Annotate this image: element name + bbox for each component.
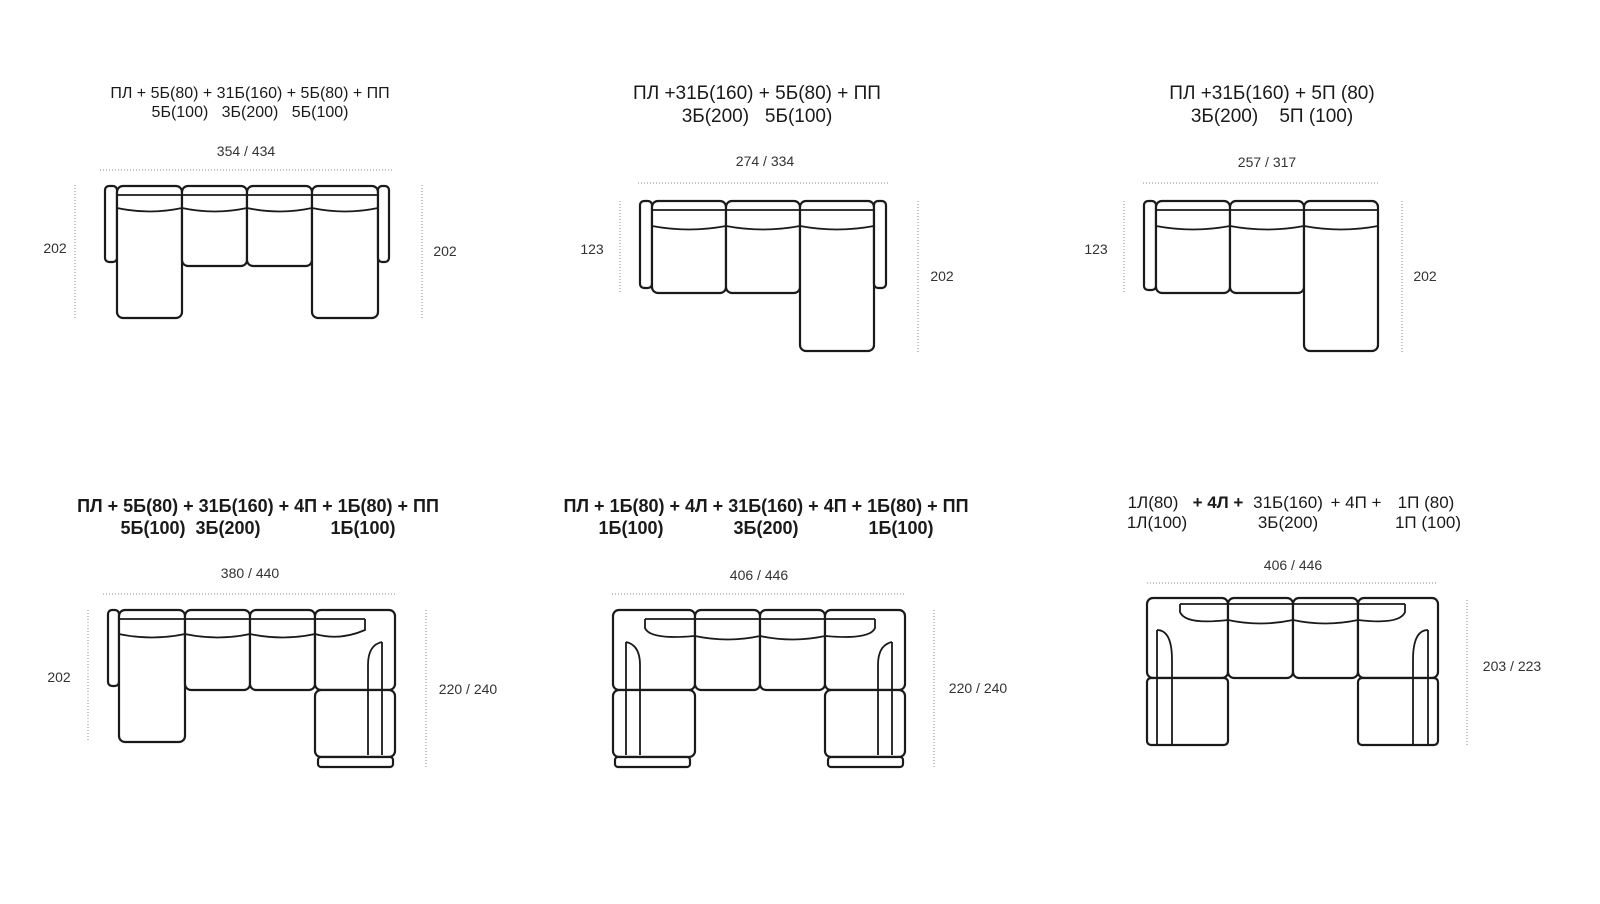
title-part: + 4Л + bbox=[1192, 493, 1244, 512]
panel5-title: ПЛ + 1Б(80) + 4Л + 31Б(160) + 4П + 1Б(80… bbox=[563, 496, 968, 539]
title-part: 31Б(160) bbox=[1253, 493, 1323, 512]
title-line: ПЛ +31Б(160) + 5Б(80) + ПП bbox=[633, 83, 881, 104]
title-line: 1Б(100) 3Б(200) 1Б(100) bbox=[598, 517, 934, 538]
height-label: 203 / 223 bbox=[1482, 658, 1542, 674]
width-label: 380 / 440 bbox=[220, 565, 280, 581]
width-label: 257 / 317 bbox=[1237, 154, 1297, 170]
title-part: 1Л(100) bbox=[1126, 513, 1188, 532]
title-line: 5Б(100) 3Б(200) 1Б(100) bbox=[120, 517, 396, 538]
title-part: + 4П + bbox=[1330, 493, 1382, 512]
title-part: 1Л(80) bbox=[1127, 493, 1179, 512]
title-line: ПЛ + 5Б(80) + 31Б(160) + 5Б(80) + ПП bbox=[110, 85, 390, 102]
title-line: ПЛ + 5Б(80) + 31Б(160) + 4П + 1Б(80) + П… bbox=[77, 496, 439, 516]
width-label: 274 / 334 bbox=[735, 153, 795, 169]
height-label: 202 bbox=[1413, 268, 1437, 284]
sofa-panel-6 bbox=[1145, 596, 1440, 747]
title-line: 3Б(200) 5П (100) bbox=[1190, 105, 1354, 127]
dimension-lines bbox=[74, 169, 1468, 767]
height-label: 220 / 240 bbox=[438, 681, 498, 697]
height-label: 220 / 240 bbox=[948, 680, 1008, 696]
height-label: 202 bbox=[47, 669, 71, 685]
height-label: 202 bbox=[930, 268, 954, 284]
title-part: 1П (100) bbox=[1394, 513, 1462, 532]
title-part: 3Б(200) bbox=[1257, 513, 1319, 532]
width-label: 406 / 446 bbox=[729, 567, 789, 583]
height-label: 123 bbox=[580, 241, 604, 257]
height-label: 123 bbox=[1084, 241, 1108, 257]
panel3-title: ПЛ +31Б(160) + 5П (80)3Б(200) 5П (100) bbox=[1169, 83, 1374, 129]
width-label: 406 / 446 bbox=[1263, 557, 1323, 573]
height-label: 202 bbox=[433, 243, 457, 259]
sofa-panel-4 bbox=[106, 608, 397, 769]
title-line: 3Б(200) 5Б(100) bbox=[681, 105, 833, 127]
title-line: ПЛ + 1Б(80) + 4Л + 31Б(160) + 4П + 1Б(80… bbox=[563, 496, 969, 516]
title-part: 1П (80) bbox=[1397, 493, 1455, 512]
sofa-panel-3 bbox=[1142, 199, 1380, 353]
panel1-title: ПЛ + 5Б(80) + 31Б(160) + 5Б(80) + ПП 5Б(1… bbox=[110, 84, 389, 122]
title-line: ПЛ +31Б(160) + 5П (80) bbox=[1169, 83, 1375, 104]
sofa-panel-2 bbox=[638, 199, 888, 353]
width-label: 354 / 434 bbox=[216, 143, 276, 159]
title-line: 5Б(100) 3Б(200) 5Б(100) bbox=[151, 104, 349, 122]
panel4-title: ПЛ + 5Б(80) + 31Б(160) + 4П + 1Б(80) + П… bbox=[77, 496, 439, 539]
height-label: 202 bbox=[43, 240, 67, 256]
sofa-panel-1 bbox=[103, 184, 391, 320]
sofa-panel-5 bbox=[611, 608, 907, 769]
